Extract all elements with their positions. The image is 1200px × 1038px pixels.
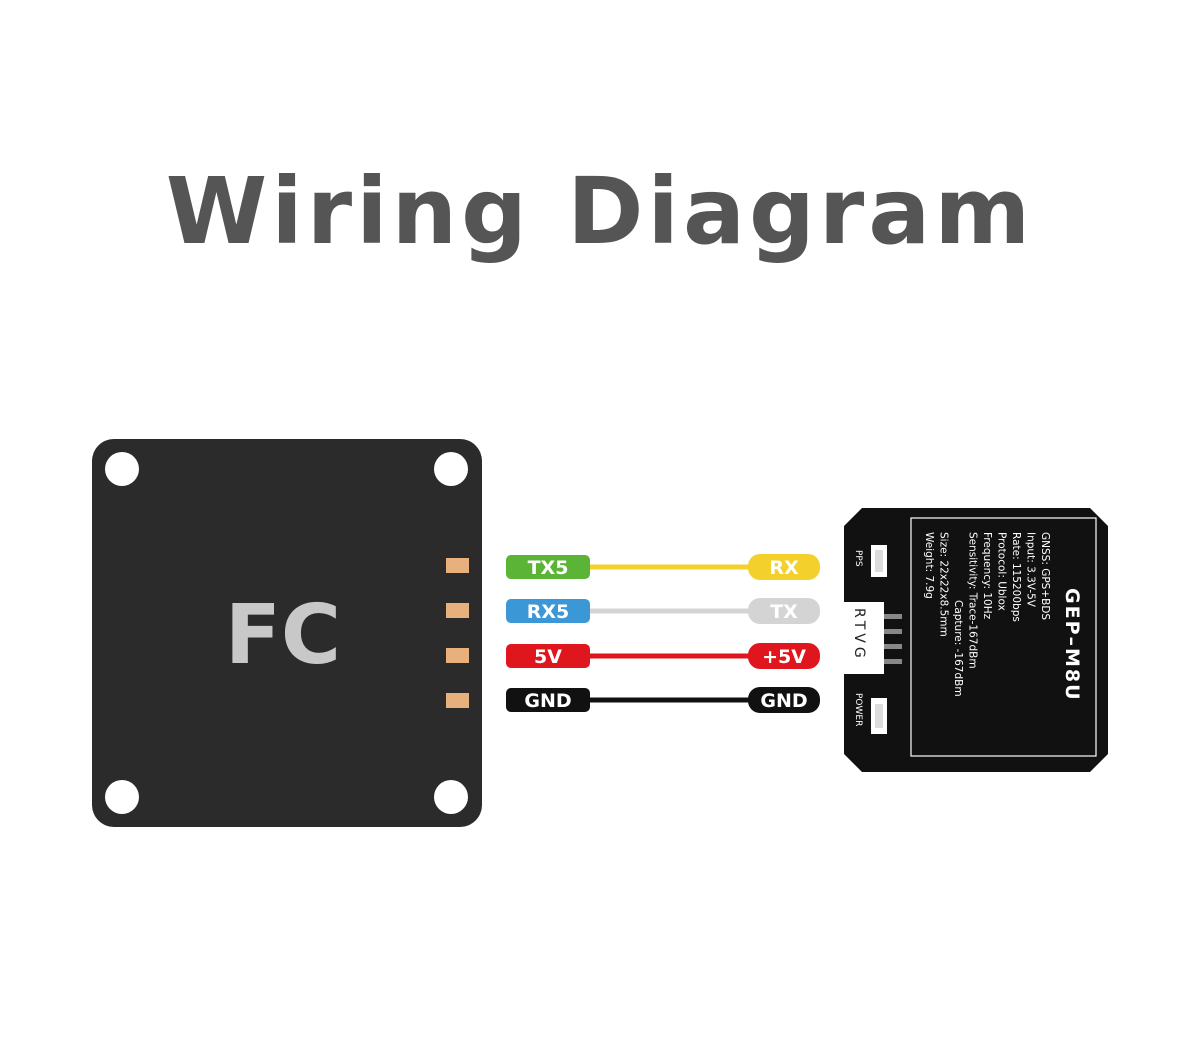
gps-spec-line: Weight: 7.9g (923, 532, 935, 599)
pps-label: PPS (853, 550, 863, 567)
fc-pin-pill-rx5 (506, 599, 590, 623)
fc-board-body (92, 439, 482, 827)
fc-pin-pill-tx5 (506, 555, 590, 579)
gps-spec-panel (910, 517, 1097, 757)
fc-pin-label-5v: 5V (534, 646, 562, 668)
gps-spec-line: Protocol: Ublox (996, 532, 1008, 611)
fc-pin-label-rx5: RX5 (527, 601, 570, 623)
power-led-inner (875, 704, 883, 728)
gps-spec-line: Capture: -167dBm (952, 600, 964, 697)
diagram-title: Wiring Diagram (166, 158, 1034, 265)
fc-pad-5v (446, 648, 469, 663)
fc-pin-pill-gnd (506, 688, 590, 712)
gps-pin-label-tx: TX (770, 601, 798, 623)
gps-connector (840, 602, 884, 674)
gps-spec-line: Rate: 115200bps (1010, 532, 1022, 622)
fc-pin-label-gnd: GND (524, 690, 571, 712)
gps-pin-pill-rx (748, 554, 820, 580)
fc-pin-label-tx5: TX5 (528, 557, 569, 579)
pps-led (871, 545, 887, 577)
wire-group: TX5 RX RX5 TX 5V +5V GND GND (506, 554, 820, 713)
pps-led-inner (875, 550, 883, 572)
connector-pin-3 (884, 644, 902, 649)
fc-pin-pill-5v (506, 644, 590, 668)
connector-label: RTVG (851, 608, 867, 662)
gps-model-name: GEP–M8U (1061, 588, 1083, 702)
mounting-hole-top-left (105, 452, 139, 486)
gps-pin-pill-gnd (748, 687, 820, 713)
mounting-hole-bottom-right (434, 780, 468, 814)
gps-pin-label-gnd: GND (760, 690, 807, 712)
flight-controller-board: FC (92, 439, 482, 827)
connector-pin-4 (884, 659, 902, 664)
fc-pad-gnd (446, 693, 469, 708)
connector-pin-1 (884, 614, 902, 619)
gps-pin-label-rx: RX (769, 557, 799, 579)
power-led (871, 698, 887, 734)
gps-spec-line: Size: 22x22x8.5mm (938, 532, 950, 637)
connector-pin-2 (884, 629, 902, 634)
gps-module: RTVG PPS POWER GEP–M8U GNSS: GPS+BDSInpu… (840, 508, 1108, 772)
power-label: POWER (853, 693, 863, 726)
mounting-hole-top-right (434, 452, 468, 486)
fc-pad-tx5 (446, 558, 469, 573)
gps-spec-line: Input: 3.3V-5V (1025, 532, 1037, 608)
gps-module-body (844, 508, 1108, 772)
gps-pin-label-5v: +5V (762, 646, 806, 668)
gps-spec-line: Frequency: 10Hz (981, 532, 993, 620)
fc-label: FC (225, 588, 341, 683)
gps-spec-line: Sensitivity: Trace-167dBm (967, 532, 979, 669)
gps-spec-line: GNSS: GPS+BDS (1039, 532, 1051, 620)
gps-pin-pill-5v (748, 643, 820, 669)
mounting-hole-bottom-left (105, 780, 139, 814)
fc-pad-rx5 (446, 603, 469, 618)
gps-pin-pill-tx (748, 598, 820, 624)
